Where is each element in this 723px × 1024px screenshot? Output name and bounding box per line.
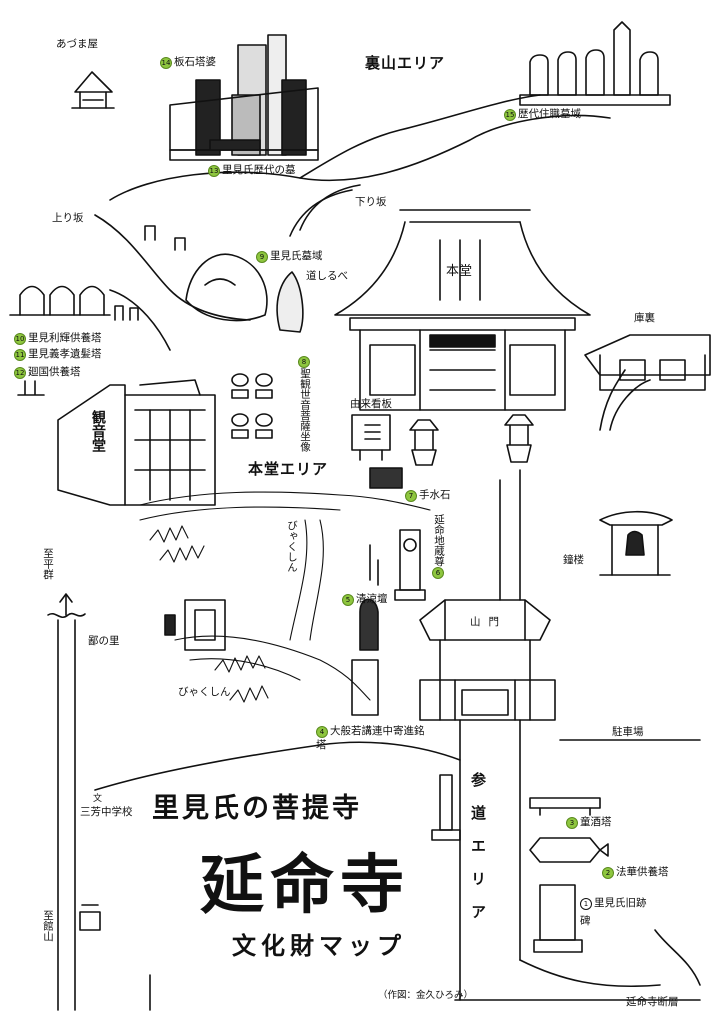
landmark-8: 8聖観世音菩薩坐像 <box>298 356 311 452</box>
place-byakushin-1: びゃくしん <box>286 520 298 573</box>
place-hondo: 本堂 <box>446 264 473 279</box>
badge-12: 12 <box>14 367 26 379</box>
sando-monuments-drawing <box>431 774 701 986</box>
title-main: 延命寺 <box>200 848 410 923</box>
place-michishirube: 道しるべ <box>306 270 348 282</box>
badge-9: 9 <box>256 251 268 263</box>
badge-14: 14 <box>160 57 172 69</box>
place-noborizaka: 上り坂 <box>52 212 84 224</box>
place-byakushin-2: びゃくしん <box>178 686 231 698</box>
place-shitateyama: 至館山 <box>42 910 54 942</box>
place-shiheigun: 至平群 <box>42 548 54 580</box>
badge-2: 2 <box>602 867 614 879</box>
badge-13: 13 <box>208 165 220 177</box>
area-sando: 参道エリア <box>469 772 487 937</box>
badge-3: 3 <box>566 817 578 829</box>
badge-11: 11 <box>14 349 26 361</box>
shoro-drawing <box>599 510 673 576</box>
memorial-stupas-drawing <box>9 285 139 396</box>
byakushin-trees-drawing <box>139 491 431 703</box>
badge-10: 10 <box>14 333 26 345</box>
place-school: 三芳中学校 <box>80 806 133 818</box>
area-urayama: 裏山エリア <box>365 54 446 72</box>
signboard-lanterns-drawing <box>351 414 534 489</box>
place-chushajo: 駐車場 <box>612 726 644 738</box>
badge-8: 8 <box>298 356 310 368</box>
place-kudarizaka: 下り坂 <box>355 196 387 208</box>
place-kuri: 庫裏 <box>634 312 655 324</box>
michishirube-drawing <box>144 225 304 333</box>
priests-tombs-drawing <box>519 21 671 106</box>
azumaya-drawing <box>71 71 115 109</box>
badge-4: 4 <box>316 726 328 738</box>
sanmon-drawing <box>419 599 556 721</box>
badge-6: 6 <box>432 566 444 579</box>
badge-15: 15 <box>504 109 516 121</box>
main-hall-drawing <box>334 209 591 411</box>
badge-7: 7 <box>405 490 417 502</box>
school-drawing <box>79 904 101 931</box>
place-danso: 延命寺断層 <box>626 996 679 1008</box>
place-sanmon: 山門 <box>470 616 507 628</box>
title-map-label: 文化財マップ <box>232 931 406 960</box>
landmark-6: 延命地蔵尊6 <box>432 514 445 579</box>
area-hondo: 本堂エリア <box>248 460 329 478</box>
seiryodan-drawing <box>164 598 379 716</box>
badge-5: 5 <box>342 594 354 606</box>
place-kannondo: 観音堂 <box>90 410 106 452</box>
place-sato: 鄙の里 <box>88 635 120 647</box>
place-azumaya: あづま屋 <box>56 38 98 50</box>
place-yuraikanban: 由来看板 <box>350 398 392 410</box>
kuri-drawing <box>584 334 711 431</box>
school-symbol: 文 <box>93 794 103 804</box>
road-lines <box>47 94 701 1011</box>
enmei-jizo-drawing <box>369 529 426 601</box>
badge-1: 1 <box>580 898 592 910</box>
kannondo-drawing <box>57 379 216 506</box>
title-subtitle: 里見氏の菩提寺 <box>152 793 362 824</box>
satomi-graves-drawing <box>169 34 319 161</box>
kannon-statues-drawing <box>231 373 273 439</box>
place-shoro: 鐘楼 <box>563 554 584 566</box>
credit: （作図：金久ひろみ） <box>378 990 474 1001</box>
